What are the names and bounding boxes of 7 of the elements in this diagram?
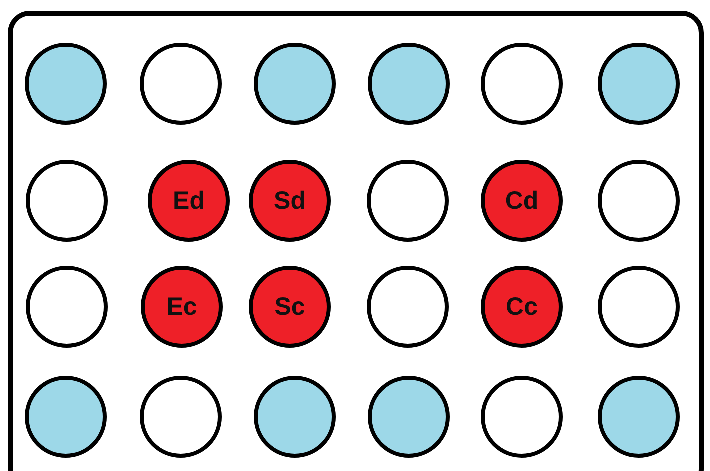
well-label: Cd: [505, 186, 539, 216]
well-label: Sd: [274, 186, 306, 216]
well-label: Cc: [506, 292, 538, 322]
well-label: Ec: [166, 292, 198, 322]
well-label: Sc: [274, 292, 306, 322]
well-label: Ed: [173, 186, 205, 216]
well-plate: [8, 11, 704, 471]
